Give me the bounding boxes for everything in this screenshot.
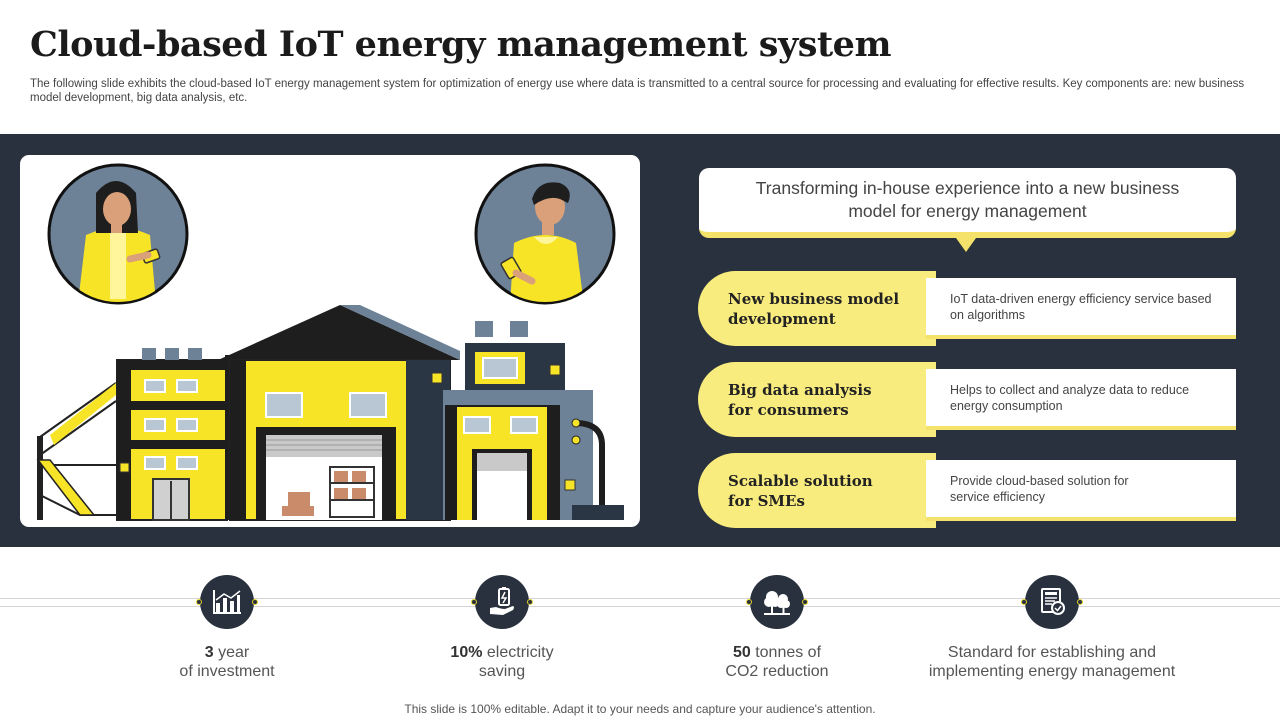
- stat-text: 3 year of investment: [77, 643, 377, 681]
- hand-battery-icon: [471, 575, 533, 629]
- stat-item: 50 tonnes of CO2 reduction: [627, 575, 927, 681]
- stat-item: 3 year of investment: [77, 575, 377, 681]
- page-subtitle: The following slide exhibits the cloud-b…: [30, 78, 1245, 104]
- stat-highlight: 3: [204, 644, 214, 661]
- stats-divider: [0, 598, 1280, 599]
- feature-description: Provide cloud-based solution for service…: [950, 473, 1129, 504]
- feature-description-box: Provide cloud-based solution for service…: [926, 460, 1236, 521]
- trees-icon: [746, 575, 808, 629]
- callout-bubble: Transforming in-house experience into a …: [699, 168, 1236, 238]
- smart-buildings-illustration: [36, 163, 624, 521]
- stat-item: 10% electricity saving: [352, 575, 652, 681]
- feature-description: IoT data-driven energy efficiency servic…: [950, 291, 1212, 322]
- stat-text: 10% electricity saving: [352, 643, 652, 681]
- stat-text: 50 tonnes of CO2 reduction: [627, 643, 927, 681]
- stat-line2: saving: [478, 663, 526, 680]
- feature-pill: Big data analysis for consumers: [698, 362, 936, 437]
- warehouse-boxes: [282, 466, 375, 518]
- stat-item: Standard for establishing and implementi…: [902, 575, 1202, 681]
- stat-highlight: 50: [732, 644, 751, 661]
- stat-highlight: 10%: [450, 644, 483, 661]
- page-title: Cloud-based IoT energy management system: [30, 24, 891, 65]
- stats-divider: [0, 606, 1280, 607]
- callout-text: Transforming in-house experience into a …: [755, 178, 1180, 221]
- stat-line2: implementing energy management: [928, 663, 1176, 680]
- illustration-card: [20, 155, 640, 527]
- feature-description-box: IoT data-driven energy efficiency servic…: [926, 278, 1236, 339]
- feature-title: New business model development: [728, 289, 900, 328]
- feature-row: Big data analysis for consumers Helps to…: [698, 362, 1238, 437]
- feature-pill: New business model development: [698, 271, 936, 346]
- stat-line1: Standard for establishing and: [947, 644, 1157, 661]
- man-avatar-icon: [474, 163, 616, 305]
- stat-line2: of investment: [179, 663, 275, 680]
- callout-tail: [956, 238, 976, 252]
- feature-description-box: Helps to collect and analyze data to red…: [926, 369, 1236, 430]
- feature-pill: Scalable solution for SMEs: [698, 453, 936, 528]
- stat-line1: electricity: [482, 644, 554, 661]
- feature-title: Scalable solution for SMEs: [728, 471, 873, 510]
- woman-avatar-icon: [47, 163, 189, 305]
- stat-line2: CO2 reduction: [725, 663, 829, 680]
- stat-line1: tonnes of: [750, 644, 822, 661]
- stat-text: Standard for establishing and implementi…: [902, 643, 1202, 681]
- feature-title: Big data analysis for consumers: [728, 380, 872, 419]
- feature-row: New business model development IoT data-…: [698, 271, 1238, 346]
- stat-line1: year: [213, 644, 250, 661]
- certificate-icon: [1021, 575, 1083, 629]
- feature-row: Scalable solution for SMEs Provide cloud…: [698, 453, 1238, 528]
- feature-description: Helps to collect and analyze data to red…: [950, 382, 1190, 413]
- bar-chart-icon: [196, 575, 258, 629]
- footer-note: This slide is 100% editable. Adapt it to…: [404, 702, 876, 716]
